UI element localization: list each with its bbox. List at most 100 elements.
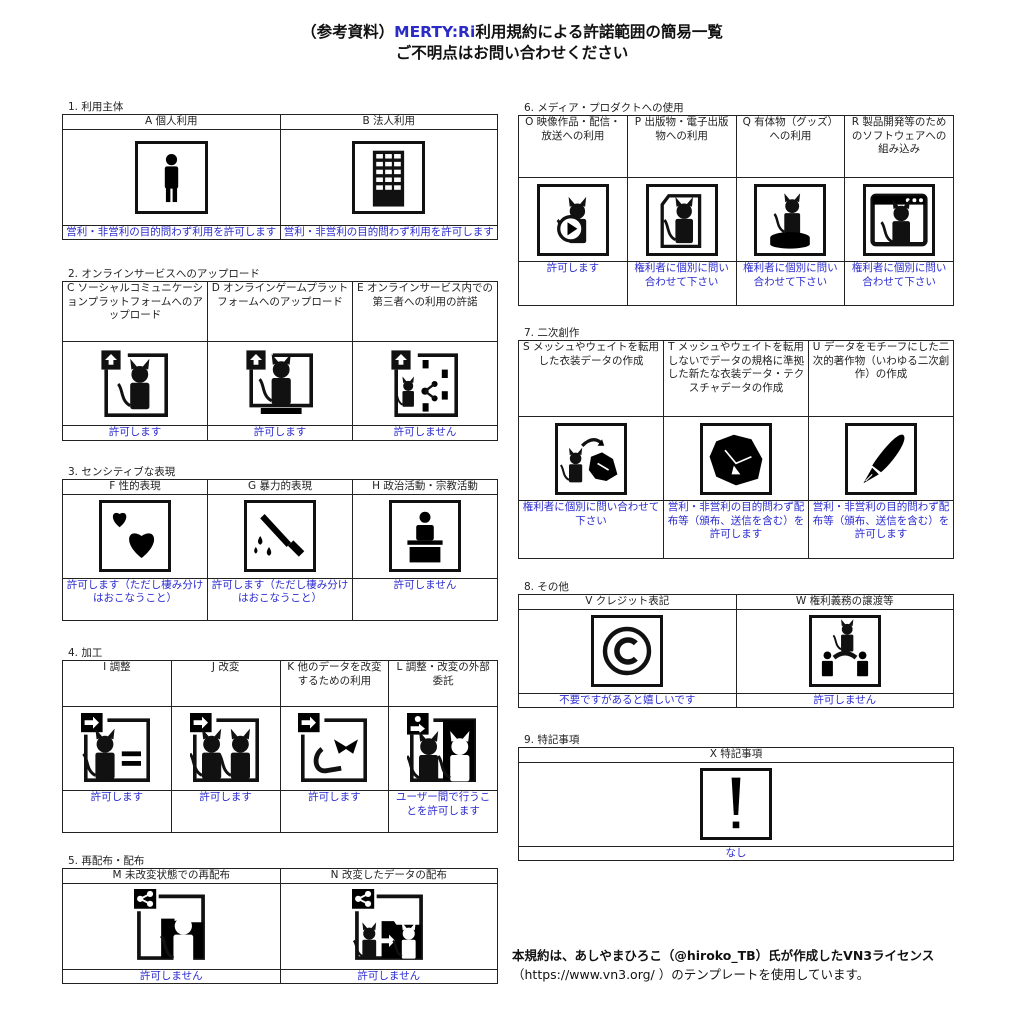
item-result: 許可しません: [735, 692, 954, 708]
section-redistribution: 5. 再配布・配布 M 未改変状態での再配布 N 改変したデータの配布 許可しま…: [62, 855, 498, 984]
pen-icon: [845, 422, 917, 495]
section-other: 8. その他 V クレジット表記 W 権利義務の譲渡等 不要ですがあると嬉しいで…: [518, 581, 954, 708]
footer-line-2: （https://www.vn3.org/ ）のテンプレートを使用しています。: [512, 967, 870, 982]
item-result: 営利・非営利の目的問わず配布等（頒布、送信を含む）を許可します: [808, 500, 954, 559]
license-table: M 未改変状態での再配布 N 改変したデータの配布 許可しません 許可しません: [62, 868, 498, 984]
section-online-upload: 2. オンラインサービスへのアップロード C ソーシャルコミュニケーションプラッ…: [62, 268, 498, 441]
software-icon: [863, 183, 936, 256]
item-result: 許可しません: [352, 577, 498, 621]
item-head: V クレジット表記: [518, 594, 737, 610]
item-head: G 暴力的表現: [207, 479, 353, 495]
license-table: O 映像作品・配信・放送への利用 P 出版物・電子出版物への利用 Q 有体物（グ…: [518, 115, 954, 306]
item-head: C ソーシャルコミュニケーションプラットフォームへのアップロード: [62, 281, 208, 342]
item-head: A 個人利用: [62, 114, 281, 130]
item-head: S メッシュやウェイトを転用した衣装データの作成: [518, 340, 664, 417]
exclamation-icon: [700, 768, 772, 840]
item-result: 許可します: [170, 790, 281, 833]
figure-icon: [754, 183, 827, 256]
item-result: 営利・非営利の目的問わず配布等（頒布、送信を含む）を許可します: [663, 500, 809, 559]
item-result: 許可しません: [279, 968, 498, 984]
hearts-icon: [99, 500, 171, 572]
person-icon: [134, 140, 208, 214]
distribute-modified-icon: [351, 889, 426, 963]
adjust-icon: [80, 712, 153, 785]
license-table: A 個人利用 B 法人利用 営利・非営利の目的問わず利用を許可します 営利・非営…: [62, 114, 498, 240]
item-result: なし: [518, 845, 954, 861]
item-result: 許可します: [207, 425, 353, 441]
item-result: 不要ですがあると嬉しいです: [518, 692, 737, 708]
costume-icon: [700, 422, 772, 495]
upload-share-icon: [389, 347, 461, 420]
item-head: D オンラインゲームプラットフォームへのアップロード: [207, 281, 353, 342]
section-label: 1. 利用主体: [68, 101, 124, 113]
item-result: 営利・非営利の目的問わず利用を許可します: [62, 224, 281, 240]
license-table: X 特記事項 なし: [518, 747, 954, 861]
license-table: V クレジット表記 W 権利義務の譲渡等 不要ですがあると嬉しいです 許可しませ…: [518, 594, 954, 708]
copyright-icon: [591, 615, 664, 687]
license-table: F 性的表現 G 暴力的表現 H 政治活動・宗教活動 許可します（ただし棲み分け…: [62, 479, 498, 621]
section-sensitive-expression: 3. センシティブな表現 F 性的表現 G 暴力的表現 H 政治活動・宗教活動 …: [62, 466, 498, 621]
parts-icon: [298, 712, 371, 785]
item-head: X 特記事項: [518, 747, 954, 763]
upload-social-icon: [99, 347, 171, 420]
item-head: W 権利義務の譲渡等: [735, 594, 954, 610]
knife-icon: [244, 500, 316, 572]
section-label: 9. 特記事項: [524, 734, 580, 746]
title-line-1: （参考資料）MERTY:Ri利用規約による許諾範囲の簡易一覧: [301, 23, 723, 41]
section-processing: 4. 加工 I 調整 J 改変 K 他のデータを改変するための利用 L 調整・改…: [62, 647, 498, 833]
brand-name: MERTY:Ri: [394, 23, 476, 41]
item-head: B 法人利用: [279, 114, 498, 130]
section-usage-subject: 1. 利用主体 A 個人利用 B 法人利用 営利・非営利の目的問わず利用を許可し…: [62, 101, 498, 240]
section-special-notes: 9. 特記事項 X 特記事項 なし: [518, 734, 954, 861]
section-label: 3. センシティブな表現: [68, 466, 176, 478]
costume-convert-icon: [555, 422, 627, 495]
building-icon: [352, 140, 426, 214]
transfer-icon: [808, 615, 881, 687]
publication-icon: [645, 183, 718, 256]
section-label: 4. 加工: [68, 647, 103, 659]
section-label: 2. オンラインサービスへのアップロード: [68, 268, 260, 280]
section-label: 5. 再配布・配布: [68, 855, 145, 867]
item-result: 許可しません: [62, 968, 281, 984]
item-result: 許可します: [518, 261, 628, 306]
item-result: 権利者に個別に問い合わせて下さい: [735, 261, 846, 306]
item-result: 許可します: [62, 790, 172, 833]
modify-icon: [189, 712, 262, 785]
redistribute-icon: [134, 889, 209, 963]
license-table: I 調整 J 改変 K 他のデータを改変するための利用 L 調整・改変の外部委託…: [62, 660, 498, 833]
item-head: R 製品開発等のためのソフトウェアへの組み込み: [844, 115, 954, 178]
item-head: M 未改変状態での再配布: [62, 868, 281, 884]
item-result: 許可します（ただし棲み分けはおこなうこと）: [62, 577, 208, 621]
item-head: O 映像作品・配信・放送への利用: [518, 115, 628, 178]
item-head: H 政治活動・宗教活動: [352, 479, 498, 495]
section-label: 6. メディア・プロダクトへの使用: [524, 102, 684, 114]
upload-game-icon: [244, 347, 316, 420]
section-label: 7. 二次創作: [524, 327, 580, 339]
item-head: T メッシュやウェイトを転用しないでデータの規格に準拠した新たな衣装データ・テク…: [663, 340, 809, 417]
section-media-product: 6. メディア・プロダクトへの使用 O 映像作品・配信・放送への利用 P 出版物…: [518, 102, 954, 306]
section-derivative-work: 7. 二次創作 S メッシュやウェイトを転用した衣装データの作成 T メッシュや…: [518, 327, 954, 559]
item-result: 権利者に個別に問い合わせて下さい: [844, 261, 954, 306]
section-label: 8. その他: [524, 581, 569, 593]
license-table: S メッシュやウェイトを転用した衣装データの作成 T メッシュやウェイトを転用し…: [518, 340, 954, 559]
license-table: C ソーシャルコミュニケーションプラットフォームへのアップロード D オンライン…: [62, 281, 498, 441]
item-head: K 他のデータを改変するための利用: [279, 660, 390, 707]
item-result: 営利・非営利の目的問わず利用を許可します: [279, 224, 498, 240]
item-result: 許可します: [279, 790, 390, 833]
item-head: F 性的表現: [62, 479, 208, 495]
item-head: N 改変したデータの配布: [279, 868, 498, 884]
podium-icon: [389, 500, 461, 572]
item-result: 許可します（ただし棲み分けはおこなうこと）: [207, 577, 353, 621]
item-result: 許可します: [62, 425, 208, 441]
item-result: 権利者に個別に問い合わせて下さい: [626, 261, 737, 306]
item-result: 権利者に個別に問い合わせて下さい: [518, 500, 664, 559]
page-title: （参考資料）MERTY:Ri利用規約による許諾範囲の簡易一覧 ご不明点はお問い合…: [0, 22, 1024, 64]
title-subtitle: ご不明点はお問い合わせください: [395, 44, 629, 62]
outsource-icon: [407, 712, 480, 785]
item-head: E オンラインサービス内での第三者への利用の許諾: [352, 281, 498, 342]
item-head: J 改変: [170, 660, 281, 707]
item-head: L 調整・改変の外部委託: [388, 660, 498, 707]
item-head: U データをモチーフにした二次的著作物（いわゆる二次創作）の作成: [808, 340, 954, 417]
item-head: I 調整: [62, 660, 172, 707]
item-result: 許可しません: [352, 425, 498, 441]
